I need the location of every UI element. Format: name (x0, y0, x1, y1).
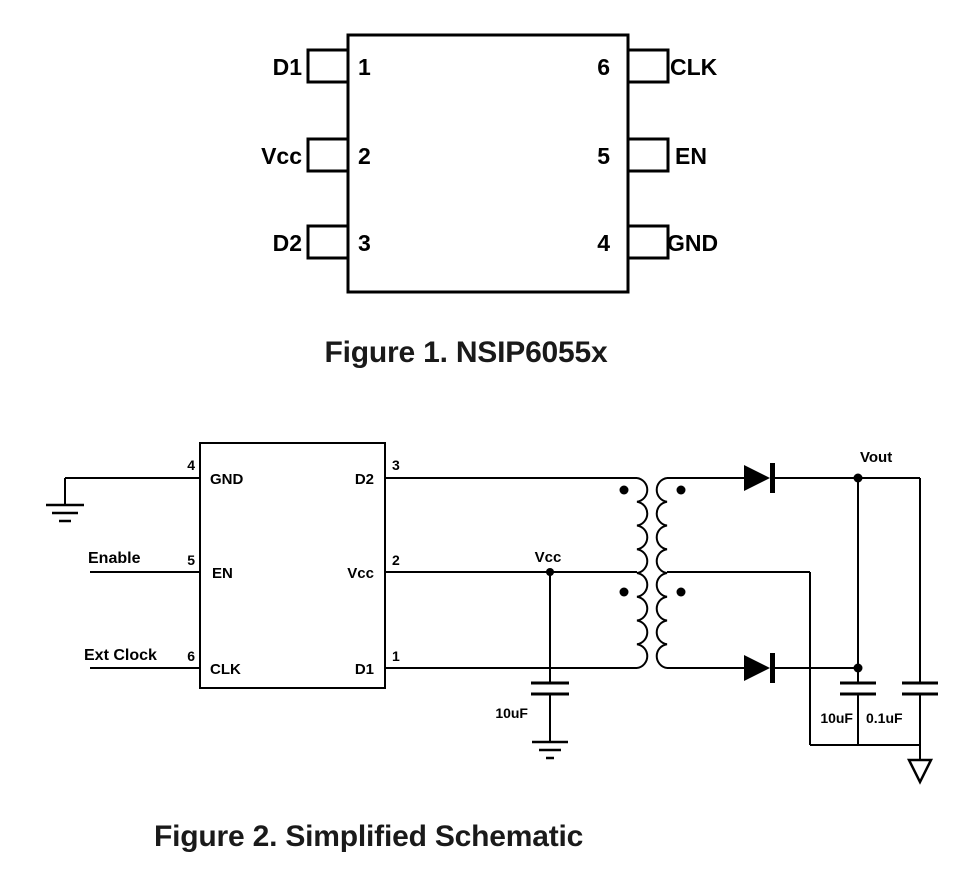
pin-label-gnd: GND (667, 230, 718, 256)
ic-pin-number-2: 2 (392, 552, 400, 568)
rectifier-diodes (744, 463, 775, 683)
cap-label-output-bulk: 10uF (820, 710, 853, 726)
pin-label-clk: CLK (670, 54, 718, 80)
ic-pin-number-4: 4 (187, 457, 195, 473)
transformer-secondary-winding (655, 477, 668, 669)
net-label-vcc: Vcc (535, 549, 562, 566)
ic-pin-number-1: 1 (392, 648, 400, 664)
diode-bottom-triangle (744, 655, 770, 681)
ic-pin-number-3: 3 (392, 457, 400, 473)
pin-number-2: 2 (358, 143, 371, 169)
dot-secondary-mid (676, 587, 686, 597)
transformer-primary-winding (636, 477, 649, 669)
capacitor-plates (531, 681, 938, 696)
diode-bottom-cathode-bar (770, 653, 775, 683)
junction-dots (546, 473, 863, 673)
pin-number-1: 1 (358, 54, 371, 80)
net-label-enable: Enable (88, 550, 141, 567)
schematic-wires (64, 477, 921, 760)
pin-number-6: 6 (597, 54, 610, 80)
transformer (636, 477, 668, 669)
pin6-box (626, 48, 670, 84)
ic-pin-label-d1: D1 (355, 661, 374, 678)
ic-pin-number-6: 6 (187, 648, 195, 664)
ic-pin-label-en: EN (212, 565, 233, 582)
figure1-caption: Figure 1. NSIP6055x (324, 336, 608, 369)
cap-label-output-bypass: 0.1uF (866, 710, 903, 726)
cap-label-primary: 10uF (495, 705, 528, 721)
pin3-box (306, 224, 350, 260)
earth-ground-left (46, 503, 84, 523)
pin1-box (306, 48, 350, 84)
net-label-ext-clock: Ext Clock (84, 647, 157, 664)
junction-vcc (546, 568, 554, 576)
ic-body (199, 442, 386, 689)
figure2-caption: Figure 2. Simplified Schematic (154, 820, 584, 853)
ic-pin-label-clk: CLK (210, 661, 241, 678)
pin-label-d2: D2 (273, 230, 302, 256)
ic-pin-number-5: 5 (187, 552, 195, 568)
earth-ground-cap1 (532, 740, 568, 760)
pin-label-en: EN (675, 143, 707, 169)
pin-number-3: 3 (358, 230, 371, 256)
ic-pin-label-gnd: GND (210, 471, 244, 488)
chip-body (346, 33, 630, 294)
figure1-pinout-diagram: D1 Vcc D2 1 2 3 6 5 4 CLK EN GND (261, 33, 718, 294)
ground-triangle-output (906, 758, 934, 785)
pin-number-5: 5 (597, 143, 610, 169)
pin2-box (306, 137, 350, 173)
ic-pin-label-vcc: Vcc (347, 565, 374, 582)
dot-secondary-top (676, 485, 686, 495)
dot-primary-mid (619, 587, 629, 597)
pin-number-4: 4 (597, 230, 610, 256)
pin5-box (626, 137, 670, 173)
net-label-vout: Vout (860, 449, 892, 466)
junction-vout-top (853, 473, 863, 483)
figure2-schematic: GND EN CLK D2 Vcc D1 4 5 6 3 2 1 Enable … (46, 442, 938, 785)
pin-label-vcc: Vcc (261, 143, 302, 169)
ic-pin-label-d2: D2 (355, 471, 374, 488)
junction-vout-bottom (853, 663, 863, 673)
diode-top-triangle (744, 465, 770, 491)
pin4-box (626, 224, 670, 260)
pin-label-d1: D1 (273, 54, 303, 80)
dot-primary-top (619, 485, 629, 495)
diode-top-cathode-bar (770, 463, 775, 493)
